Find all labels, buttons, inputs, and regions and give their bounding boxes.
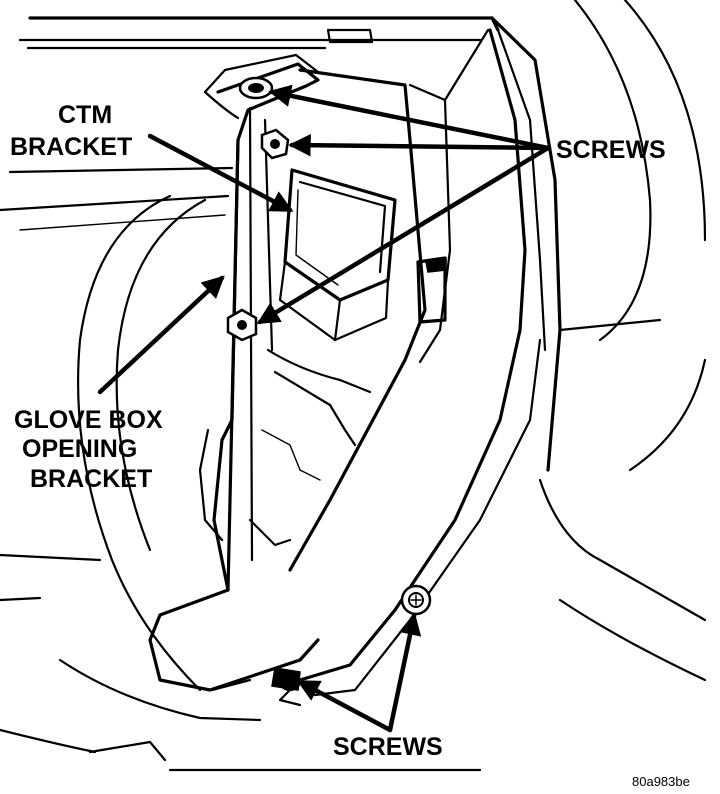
screw-top: [238, 76, 274, 100]
ctm-bracket-label-line1: CTM: [58, 101, 112, 129]
lower-screws-leader-right: [387, 612, 422, 733]
screws-upper-label: SCREWS: [556, 136, 666, 164]
glove-box-label-line2: OPENING: [22, 435, 137, 463]
ctm-bracket-label-line2: BRACKET: [10, 133, 132, 161]
screw-trim-right: [400, 584, 432, 616]
screw-trim-bottom: [280, 677, 300, 691]
glove-box-label-line3: BRACKET: [30, 465, 152, 493]
figure-code: 80a983be: [632, 774, 690, 789]
glove-box-bracket-leader: [97, 275, 225, 395]
screw-lower: [226, 308, 258, 342]
upper-screws-leader-lower: [256, 145, 551, 325]
ctm-bracket-leader: [147, 133, 294, 213]
upper-screws-leader-top: [268, 84, 551, 151]
screws-lower-label: SCREWS: [333, 733, 443, 761]
lower-screws-leader-left: [296, 679, 393, 733]
upper-screws-leader-middle: [288, 133, 551, 157]
glove-box-label-line1: GLOVE BOX: [14, 406, 163, 434]
dash-panel-outline: [0, 0, 707, 772]
leader-lines: [97, 84, 551, 733]
screw-middle: [260, 128, 290, 160]
